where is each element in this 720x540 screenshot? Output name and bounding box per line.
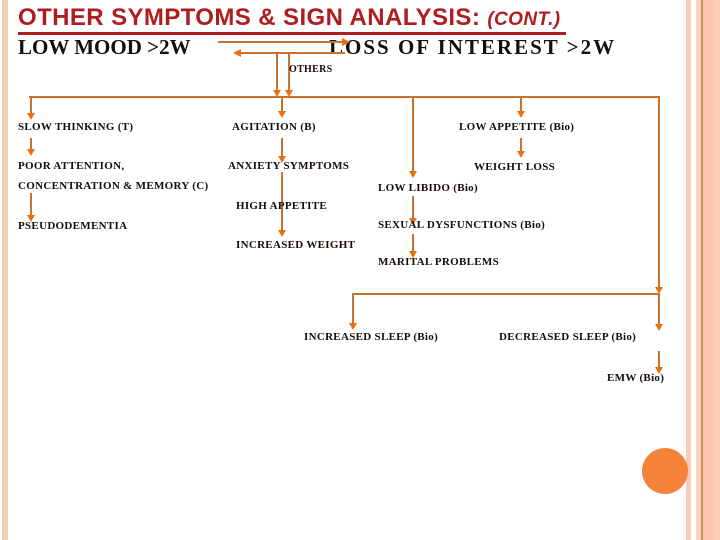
- sleep-bracket-line: [352, 293, 660, 295]
- node-emw: EMW (Bio): [607, 372, 665, 384]
- main-branch-line: [29, 96, 660, 98]
- connector-line: [276, 54, 278, 91]
- right-border-stripe-2: [696, 0, 701, 540]
- node-low-appetite: LOW APPETITE (Bio): [459, 121, 575, 133]
- arrowhead-down-icon: [27, 215, 35, 222]
- connector-line: [218, 41, 342, 43]
- accent-circle-icon: [642, 448, 688, 494]
- node-pseudodementia: PSEUDODEMENTIA: [18, 220, 128, 232]
- right-border-stripe-line: [701, 0, 703, 540]
- arrowhead-down-icon: [409, 171, 417, 178]
- node-increased-sleep: INCREASED SLEEP (Bio): [304, 331, 439, 343]
- arrowhead-down-icon: [517, 151, 525, 158]
- arrowhead-down-icon: [273, 90, 281, 97]
- right-border-stripe-1: [686, 0, 691, 540]
- node-sexual-dysfunctions: SEXUAL DYSFUNCTIONS (Bio): [378, 219, 546, 231]
- page-title-cont: (CONT.): [487, 9, 561, 30]
- connector-line: [520, 98, 522, 112]
- right-border-stripe-3: [703, 0, 713, 540]
- node-slow-thinking: SLOW THINKING (T): [18, 121, 134, 133]
- connector-line: [520, 138, 522, 152]
- arrowhead-down-icon: [409, 218, 417, 225]
- node-agitation: AGITATION (B): [232, 121, 316, 133]
- page-title-text: OTHER SYMPTOMS & SIGN ANALYSIS:: [18, 4, 481, 31]
- node-concentration-memory: CONCENTRATION & MEMORY (C): [18, 180, 209, 192]
- connector-line: [30, 98, 32, 114]
- node-high-appetite: HIGH APPETITE: [236, 200, 328, 212]
- connector-line: [30, 193, 32, 216]
- node-decreased-sleep: DECREASED SLEEP (Bio): [499, 331, 637, 343]
- connector-line: [412, 196, 414, 219]
- connector-line: [30, 138, 32, 150]
- node-low-libido: LOW LIBIDO (Bio): [378, 182, 478, 194]
- connector-line: [412, 234, 414, 252]
- arrowhead-down-icon: [409, 251, 417, 258]
- left-border-stripe: [2, 0, 8, 540]
- arrowhead-down-icon: [278, 111, 286, 118]
- connector-line: [352, 295, 354, 324]
- subtitle-loss-of-interest: LOSS OF INTEREST >2W: [329, 35, 617, 59]
- arrowhead-down-icon: [27, 113, 35, 120]
- connector-line: [288, 54, 290, 91]
- arrowhead-down-icon: [655, 367, 663, 374]
- arrowhead-down-icon: [349, 323, 357, 330]
- subtitle-low-mood: LOW MOOD >2W: [18, 35, 191, 59]
- right-border-stripe-4: [713, 0, 720, 540]
- node-increased-weight: INCREASED WEIGHT: [236, 239, 356, 251]
- arrowhead-down-icon: [655, 324, 663, 331]
- connector-line: [241, 52, 345, 54]
- node-anxiety-symptoms: ANXIETY SYMPTOMS: [228, 160, 350, 172]
- arrowhead-down-icon: [278, 156, 286, 163]
- connector-line: [412, 98, 414, 172]
- connector-line: [658, 98, 660, 288]
- node-poor-attention: POOR ATTENTION,: [18, 160, 125, 172]
- arrowhead-down-icon: [278, 230, 286, 237]
- arrowhead-down-icon: [285, 90, 293, 97]
- node-marital-problems: MARITAL PROBLEMS: [378, 256, 500, 268]
- arrowhead-left-icon: [233, 49, 241, 57]
- connector-line: [658, 351, 660, 368]
- connector-line: [281, 138, 283, 157]
- arrowhead-right-icon: [342, 38, 350, 46]
- arrowhead-down-icon: [517, 111, 525, 118]
- page-title: OTHER SYMPTOMS & SIGN ANALYSIS: (CONT.): [18, 4, 567, 36]
- node-weight-loss: WEIGHT LOSS: [474, 161, 556, 173]
- arrowhead-down-icon: [27, 149, 35, 156]
- arrowhead-down-icon: [655, 287, 663, 294]
- connector-line: [281, 98, 283, 112]
- others-label: OTHERS: [289, 64, 333, 75]
- connector-line: [281, 172, 283, 231]
- connector-line: [658, 295, 660, 325]
